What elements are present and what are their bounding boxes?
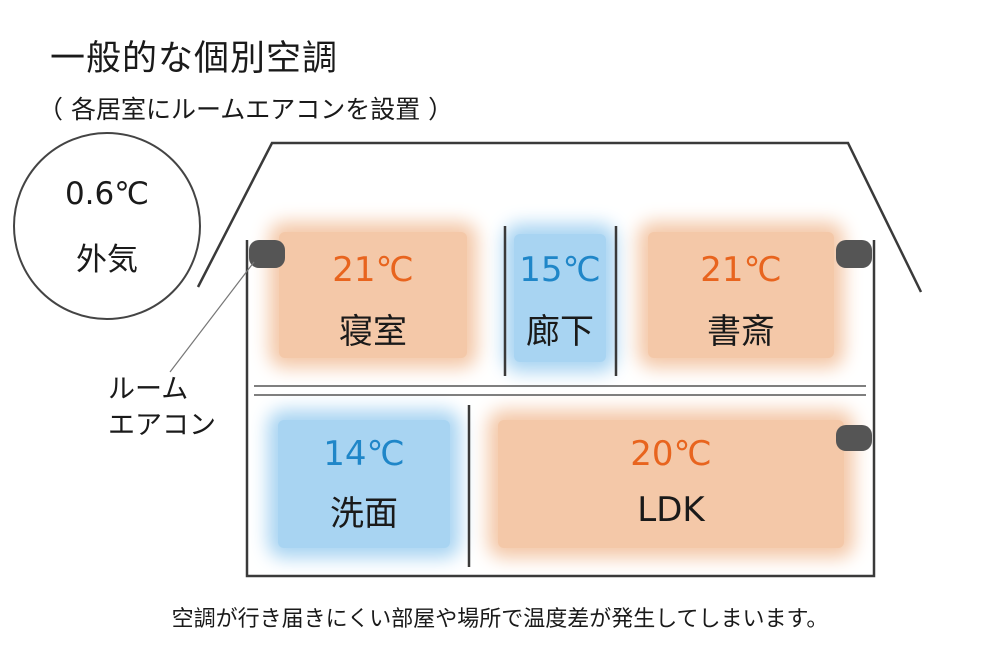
ac-unit-ldk — [836, 425, 872, 451]
ac-unit-bedroom — [249, 240, 285, 268]
ac-leader-line — [169, 261, 255, 373]
room-bedroom-name: 寝室 — [339, 312, 407, 352]
room-bedroom: 21℃ 寝室 — [279, 232, 467, 358]
air-conditioner-label: ルーム エアコン — [108, 372, 216, 444]
room-ldk: 20℃ LDK — [498, 420, 844, 548]
room-hallway-temperature: 15℃ — [519, 250, 601, 290]
outside-label: 外気 — [76, 242, 138, 278]
room-washroom: 14℃ 洗面 — [278, 420, 450, 548]
air-conditioner-label-line2: エアコン — [108, 410, 216, 441]
room-hallway-name: 廊下 — [526, 312, 594, 352]
room-bedroom-temperature: 21℃ — [332, 250, 414, 290]
room-study-temperature: 21℃ — [700, 250, 782, 290]
page-title: 一般的な個別空調 — [50, 39, 339, 79]
roof-line — [196, 141, 923, 293]
room-washroom-name: 洗面 — [330, 494, 398, 534]
outside-temperature: 0.6℃ — [64, 176, 150, 212]
house-walls — [245, 240, 876, 578]
room-study: 21℃ 書斎 — [648, 232, 834, 358]
room-washroom-temperature: 14℃ — [323, 434, 405, 474]
page-subtitle: （ 各居室にルームエアコンを設置 ） — [38, 95, 454, 124]
room-ldk-name: LDK — [637, 490, 705, 530]
room-ldk-temperature: 20℃ — [630, 434, 712, 474]
ac-unit-study — [836, 240, 872, 268]
room-study-name: 書斎 — [707, 312, 775, 352]
outside-air-circle: 0.6℃ 外気 — [13, 132, 201, 320]
air-conditioner-label-line1: ルーム — [108, 374, 189, 405]
diagram-caption: 空調が行き届きにくい部屋や場所で温度差が発生してしまいます。 — [171, 607, 829, 632]
room-hallway: 15℃ 廊下 — [514, 234, 606, 362]
